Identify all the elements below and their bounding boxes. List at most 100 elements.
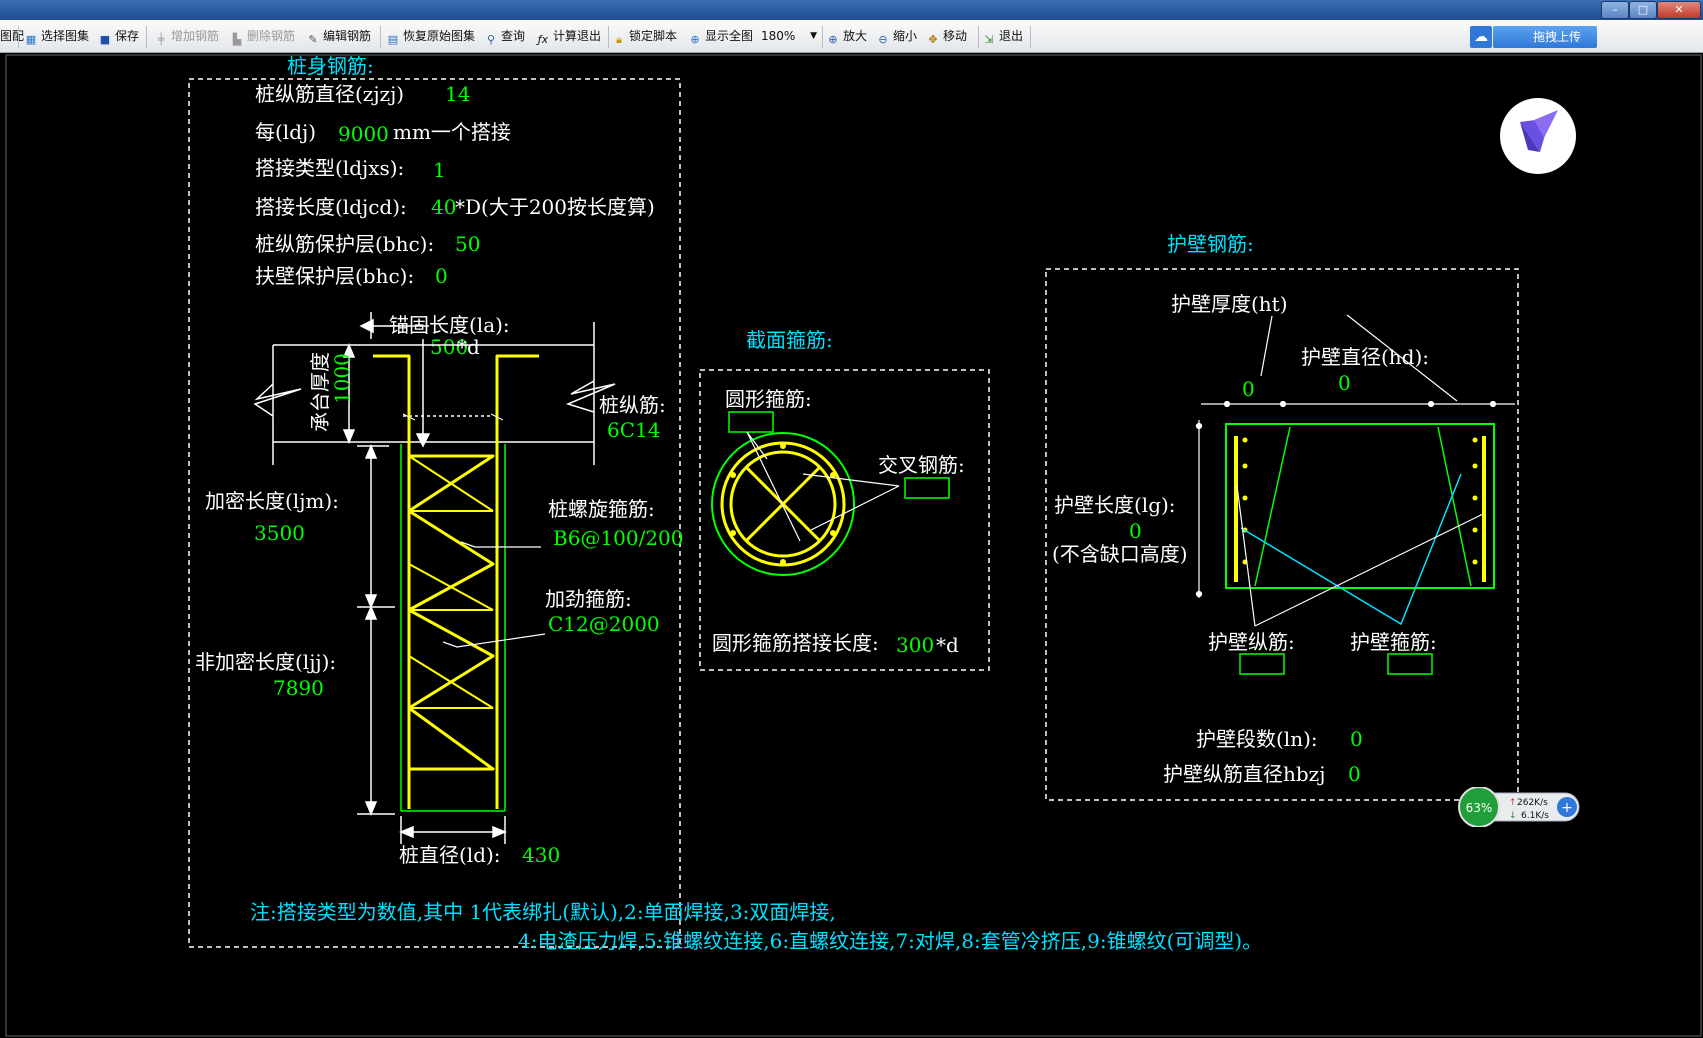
- maximize-button[interactable]: □: [1629, 1, 1657, 19]
- toolbar-separator: [146, 26, 147, 48]
- query-icon: ⚲: [486, 33, 496, 46]
- la-value[interactable]: 500: [430, 335, 468, 359]
- wall-long-bar-input[interactable]: [1239, 653, 1285, 675]
- move-icon: ✥: [928, 33, 938, 46]
- wall-section-title: 护壁钢筋:: [1167, 232, 1254, 256]
- calc-exit-icon: ƒx: [537, 33, 549, 46]
- stiffener-label: 加劲箍筋:: [545, 587, 632, 611]
- ld-value[interactable]: 430: [522, 843, 560, 867]
- save-button[interactable]: ■保存: [99, 29, 140, 46]
- zoom-select[interactable]: 180% ▼: [758, 26, 821, 46]
- up-arrow-icon: ↑: [1509, 798, 1517, 808]
- wall-hoop-input[interactable]: [1387, 653, 1433, 675]
- wall-long-diameter-value[interactable]: 0: [1348, 762, 1361, 786]
- toolbar-separator: [1030, 26, 1031, 48]
- select-atlas-button[interactable]: ▦选择图集: [25, 29, 90, 46]
- wall-diameter-value[interactable]: 0: [1338, 371, 1351, 395]
- upload-speed: 262K/s: [1517, 798, 1548, 808]
- download-speed: 6.1K/s: [1521, 811, 1549, 821]
- circle-hoop-input[interactable]: [728, 411, 774, 433]
- toolbar-cut-label: 图配: [0, 29, 25, 43]
- longitudinal-bar-value[interactable]: 6C14: [607, 418, 660, 442]
- ldj-label: 每(ldj): [255, 120, 316, 144]
- show-all-icon: ⊕: [690, 33, 700, 46]
- move-button[interactable]: ✥移动: [926, 27, 967, 46]
- ldjxs-value[interactable]: 1: [433, 158, 446, 182]
- zoom-value: 180%: [761, 29, 796, 43]
- circle-lap-value[interactable]: 300: [896, 633, 934, 657]
- spiral-value[interactable]: B6@100/200: [553, 526, 684, 550]
- note-line-1: 注:搭接类型为数值,其中 1代表绑扎(默认),2:单面焊接,3:双面焊接,: [250, 900, 836, 924]
- ldj-suffix: mm一个搭接: [393, 120, 511, 144]
- la-suffix: *d: [457, 335, 480, 359]
- bhc-label: 桩纵筋保护层(bhc):: [255, 232, 434, 256]
- ljm-value[interactable]: 3500: [254, 521, 305, 545]
- section-drawing: [711, 431, 900, 576]
- toolbar-separator: [822, 26, 823, 48]
- wall-thickness-value[interactable]: 0: [1242, 377, 1255, 401]
- anchorage-leader: [359, 312, 431, 448]
- delete-rebar-icon: ▙: [232, 33, 242, 46]
- ldjcd-value[interactable]: 40: [431, 195, 456, 219]
- ljj-value[interactable]: 7890: [273, 676, 324, 700]
- circle-lap-label: 圆形箍筋搭接长度:: [712, 631, 879, 655]
- network-speed-widget[interactable]: + 63% ↑ 262K/s ↓ 6.1K/s: [1457, 786, 1583, 828]
- bhc-value[interactable]: 50: [455, 232, 480, 256]
- pile-body-outline: [400, 444, 506, 812]
- wall-top-dimension: [1201, 314, 1515, 408]
- title-bar: – □ ✕: [0, 0, 1703, 20]
- ldj-value[interactable]: 9000: [338, 122, 389, 146]
- zoom-out-button[interactable]: ⊖缩小: [876, 27, 917, 46]
- ldjxs-label: 搭接类型(ldjxs):: [255, 156, 404, 180]
- zoom-in-icon: ⊕: [828, 33, 838, 46]
- minimize-button[interactable]: –: [1601, 1, 1629, 19]
- ljj-label: 非加密长度(ljj):: [195, 650, 336, 674]
- pile-frame: [188, 78, 681, 948]
- add-rebar-button[interactable]: ╪增加钢筋: [154, 27, 219, 46]
- la-label: 锚固长度(la):: [389, 313, 510, 337]
- fbhc-label: 扶壁保护层(bhc):: [255, 264, 414, 288]
- close-button[interactable]: ✕: [1657, 1, 1701, 19]
- cross-bar-label: 交叉钢筋:: [878, 453, 965, 477]
- circle-lap-suffix: *d: [936, 633, 959, 657]
- fbhc-value[interactable]: 0: [435, 264, 448, 288]
- speed-percent: 63%: [1466, 801, 1493, 815]
- wall-segment-value[interactable]: 0: [1350, 727, 1363, 751]
- section-frame: [699, 369, 990, 671]
- show-all-button[interactable]: ⊕显示全图: [688, 27, 753, 46]
- wall-length-value[interactable]: 0: [1129, 519, 1142, 543]
- circle-hoop-label: 圆形箍筋:: [725, 387, 812, 411]
- wall-long-diameter-label: 护壁纵筋直径hbzj: [1163, 762, 1325, 786]
- zjzj-value[interactable]: 14: [445, 82, 470, 106]
- plus-icon[interactable]: +: [1561, 800, 1573, 816]
- drag-upload-button[interactable]: 拖拽上传: [1493, 26, 1597, 48]
- lock-icon: 🔒︎: [616, 33, 622, 46]
- toolbar-separator: [978, 26, 979, 48]
- query-button[interactable]: ⚲查询: [484, 27, 525, 46]
- toolbar-separator: [18, 26, 19, 48]
- wall-length-dimension: [1195, 420, 1203, 598]
- bird-logo-icon[interactable]: [1500, 98, 1576, 174]
- cross-bar-input[interactable]: [904, 477, 950, 499]
- chevron-down-icon: ▼: [810, 31, 817, 41]
- wall-diameter-label: 护壁直径(hd):: [1301, 345, 1429, 369]
- wall-long-bar-label: 护壁纵筋:: [1208, 630, 1295, 654]
- exit-icon: ⇲: [984, 33, 994, 46]
- pile-reinforcement: [373, 354, 539, 809]
- section-title: 截面箍筋:: [746, 328, 833, 352]
- wall-hoop-label: 护壁箍筋:: [1350, 630, 1437, 654]
- stiffener-value[interactable]: C12@2000: [548, 612, 660, 636]
- edit-rebar-icon: ✎: [308, 33, 318, 46]
- pile-cap: [253, 322, 616, 465]
- zoom-in-button[interactable]: ⊕放大: [826, 27, 867, 46]
- save-icon: ■: [99, 33, 111, 46]
- edit-rebar-button[interactable]: ✎编辑钢筋: [306, 27, 371, 46]
- lock-script-button[interactable]: 🔒︎锁定脚本: [612, 27, 677, 46]
- delete-rebar-button[interactable]: ▙删除钢筋: [230, 27, 295, 46]
- restore-atlas-button[interactable]: ▤恢复原始图集: [387, 29, 476, 46]
- bar-tick-marks: [402, 413, 504, 421]
- drawing-canvas: 桩身钢筋: 桩纵筋直径(zjzj) 14 每(ldj) 9000 mm一个搭接 …: [5, 54, 1702, 1037]
- cap-thickness-value[interactable]: 1000: [330, 353, 354, 404]
- exit-button[interactable]: ⇲退出: [982, 27, 1023, 46]
